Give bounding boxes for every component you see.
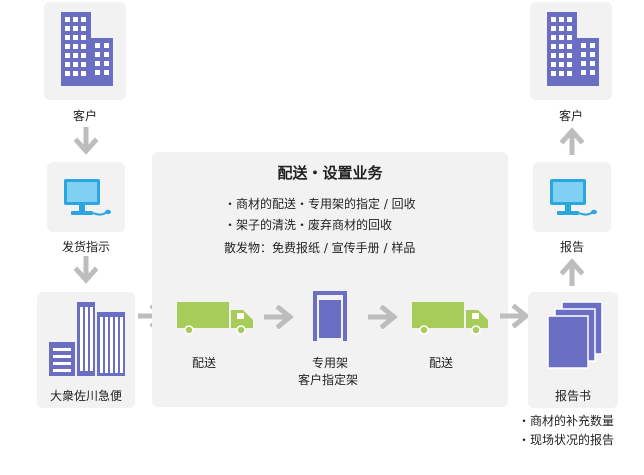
arrow-right-icon: [368, 305, 398, 329]
dispatch-label: 发货指示: [61, 240, 110, 254]
client-right-label: 客户: [558, 109, 583, 123]
report-card: [533, 162, 611, 232]
sagawa-label: 大衆佐川急便: [49, 389, 122, 403]
report-label: 报告: [559, 240, 584, 254]
client-left-card: [44, 2, 126, 100]
service-line-2: ・架子的清洗・废弃商材的回收: [224, 218, 393, 232]
arrow-up-icon: [560, 258, 584, 286]
building-icon: [61, 12, 113, 86]
service-line-1: ・商材的配送・专用架的指定 / 回收: [224, 197, 416, 211]
delivery-service-panel: 配送・设置业务 ・商材的配送・专用架的指定 / 回收 ・架子的清洗・废弃商材的回…: [152, 152, 508, 407]
distribution-line: 散发物：免费报纸 / 宣传手册 / 样品: [224, 241, 416, 255]
panel-title: 配送・设置业务: [277, 164, 383, 182]
truck-icon: [412, 302, 488, 335]
truck-icon: [177, 302, 253, 335]
report-item-2: ・现场状况的报告: [518, 433, 615, 447]
dispatch-card: [47, 162, 125, 232]
rack-label-1: 专用架: [312, 356, 349, 370]
report-item-1: ・商材的补充数量: [518, 414, 615, 428]
delivery-label-1: 配送: [192, 356, 217, 370]
monitor-icon: [64, 179, 111, 216]
building-icon: [49, 302, 125, 376]
monitor-icon: [550, 179, 597, 216]
rack-icon: [313, 291, 347, 341]
client-right-card: [530, 2, 612, 100]
document-stack-icon: [547, 301, 603, 369]
arrow-right-icon: [264, 305, 294, 329]
building-icon: [547, 12, 599, 86]
client-left-label: 客户: [72, 109, 97, 123]
rack-label-2: 客户指定架: [298, 373, 359, 387]
delivery-label-2: 配送: [429, 356, 454, 370]
sagawa-card: 大衆佐川急便: [37, 292, 135, 408]
report-book-card: 报告书: [528, 292, 618, 408]
arrow-down-icon: [74, 256, 98, 284]
arrow-right-icon: [500, 304, 530, 328]
arrow-up-icon: [560, 127, 584, 155]
report-book-label: 报告书: [554, 389, 591, 403]
arrow-down-icon: [74, 127, 98, 155]
